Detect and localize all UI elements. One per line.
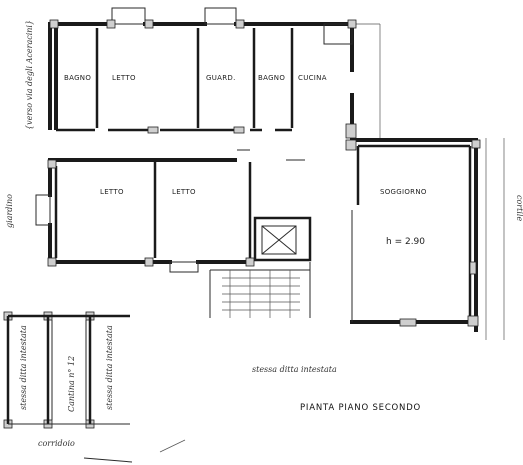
corridor-label: corridoio (38, 439, 75, 448)
windows (35, 7, 381, 273)
apartment-walls (48, 22, 354, 264)
room-label-letto-3: LETTO (172, 188, 196, 196)
room-label-letto-1: LETTO (112, 74, 136, 82)
interior-partitions (95, 28, 305, 262)
cellar-inset: stessa ditta intestata Cantina n° 12 ste… (3, 311, 186, 463)
ceiling-height-note: h = 2.90 (386, 237, 425, 247)
room-label-letto-2: LETTO (100, 188, 124, 196)
pillars (47, 19, 481, 327)
drawing-title: PIANTA PIANO SECONDO (300, 403, 421, 413)
garden-label: giardino (5, 194, 14, 228)
living-room-walls (350, 138, 505, 340)
cellar-adjacent-right-label: stessa ditta intestata (105, 325, 114, 410)
room-label-bagno-2: BAGNO (258, 74, 285, 82)
cellar-adjacent-left-label: stessa ditta intestata (19, 325, 28, 410)
room-labels: BAGNO LETTO GUARD. BAGNO CUCINA LETTO LE… (64, 74, 427, 247)
courtyard-label: cortile (515, 195, 523, 221)
room-label-cucina: CUCINA (298, 74, 327, 82)
stair-core (209, 216, 312, 318)
room-label-soggiorno: SOGGIORNO (380, 188, 427, 196)
room-label-bagno-1: BAGNO (64, 74, 91, 82)
street-side-label: {verso via degli Aceracini} (25, 20, 34, 130)
cellar-number-label: Cantina n° 12 (67, 356, 76, 412)
room-label-guardaroba: GUARD. (206, 74, 236, 82)
adjacent-owner-note: stessa ditta intestata (252, 365, 337, 374)
